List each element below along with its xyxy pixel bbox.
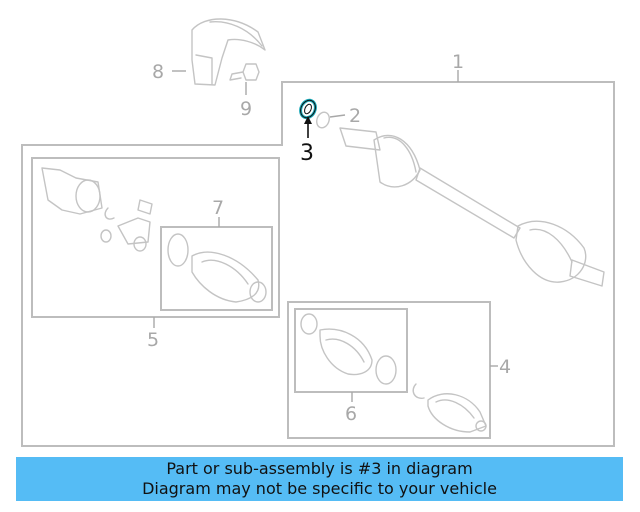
outer-boot-parts — [300, 313, 397, 385]
outer-joint-kit-frame — [287, 301, 491, 439]
leader-3-arrowhead — [304, 116, 312, 124]
banner-line-2: Diagram may not be specific to your vehi… — [142, 479, 497, 498]
highlighted-ring-part-3 — [299, 98, 317, 120]
bracket-part — [191, 18, 266, 86]
callout-3: 3 — [300, 141, 314, 166]
drive-shaft-part — [339, 127, 605, 287]
axle-assembly-frame — [21, 81, 615, 447]
callout-8: 8 — [152, 61, 164, 83]
inner-boot-kit-frame — [160, 226, 273, 311]
inner-joint-kit-frame — [31, 157, 280, 318]
bolt-part — [229, 63, 260, 81]
info-banner: Part or sub-assembly is #3 in diagram Di… — [16, 457, 623, 501]
callout-4: 4 — [499, 356, 511, 378]
inner-boot-parts — [167, 233, 267, 303]
parts-diagram: 1 2 3 4 5 6 7 8 9 — [21, 18, 615, 447]
seal-part-2 — [316, 111, 330, 129]
inner-joint-parts — [41, 167, 153, 252]
leader-2 — [329, 114, 346, 118]
callout-7: 7 — [212, 197, 224, 219]
callout-6: 6 — [345, 403, 357, 425]
callout-9: 9 — [240, 98, 252, 120]
callout-1: 1 — [452, 51, 464, 73]
callout-2: 2 — [349, 105, 361, 127]
outer-boot-kit-frame — [294, 308, 408, 393]
banner-line-1: Part or sub-assembly is #3 in diagram — [166, 459, 473, 478]
callout-5: 5 — [147, 329, 159, 351]
outer-joint-parts — [412, 383, 487, 433]
